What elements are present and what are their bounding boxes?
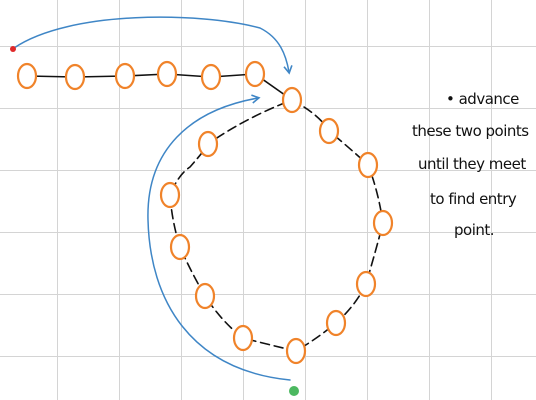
note-line-2: these two points — [412, 122, 529, 140]
note-line-3: until they meet — [418, 155, 526, 173]
list-nodes — [16, 60, 394, 365]
note-line-4: to find entry — [430, 190, 517, 208]
note-line-5: point. — [454, 221, 495, 239]
cycle-node-1 — [281, 86, 303, 114]
cycle-node-3 — [357, 151, 379, 179]
cycle-node-4 — [372, 209, 394, 237]
cycle-node-6 — [325, 309, 347, 337]
cycle-node-12 — [197, 130, 219, 158]
cycle-node-7 — [285, 337, 307, 365]
tail-node-1 — [16, 62, 38, 90]
tail-node-5 — [200, 63, 222, 91]
head-pointer-arrow — [13, 16, 293, 75]
cycle-node-10 — [169, 233, 191, 261]
cycle-node-5 — [355, 270, 377, 298]
meeting-point — [289, 386, 299, 396]
pointer-arrows — [13, 16, 293, 381]
tail-node-2 — [64, 63, 86, 91]
cycle-node-8 — [232, 324, 254, 352]
tail-node-6 — [244, 60, 266, 88]
tail-node-3 — [114, 62, 136, 90]
cycle-node-9 — [194, 282, 216, 310]
start-point — [10, 46, 16, 52]
cycle-node-2 — [318, 117, 340, 145]
cycle-node-11 — [159, 181, 181, 209]
tail-node-4 — [156, 60, 178, 88]
note-line-1: • advance — [446, 90, 519, 108]
meet-pointer-arrow — [147, 94, 291, 381]
